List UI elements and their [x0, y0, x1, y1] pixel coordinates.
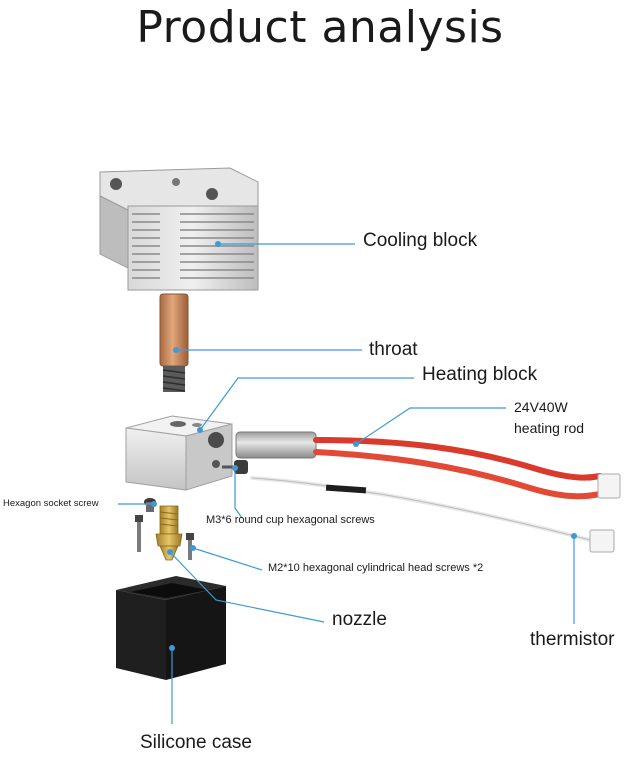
label-heating-rod-line2: heating rod	[514, 418, 624, 439]
label-thermistor: thermistor	[530, 629, 614, 651]
callout-heating	[200, 378, 414, 430]
callout-rod	[356, 408, 506, 444]
label-heating-rod-line1: 24V40W	[514, 397, 624, 418]
label-hexagon-socket-screw: Hexagon socket screw	[3, 498, 99, 509]
dot-nozzle	[167, 549, 173, 555]
dot-throat	[173, 347, 179, 353]
heating-rod	[236, 432, 620, 498]
label-m3-screws: M3*6 round cup hexagonal screws	[206, 514, 375, 526]
dot-m2	[190, 545, 196, 551]
label-throat: throat	[369, 339, 418, 361]
cooling-block	[100, 168, 258, 290]
label-silicone-case: Silicone case	[140, 732, 252, 754]
throat-tube	[160, 294, 188, 392]
dot-hex	[151, 501, 157, 507]
label-cooling-block: Cooling block	[363, 230, 477, 252]
dot-rod	[353, 441, 359, 447]
label-nozzle: nozzle	[332, 609, 387, 631]
dot-cooling	[215, 241, 221, 247]
label-heating-rod: 24V40W heating rod	[514, 397, 624, 439]
heating-block	[126, 416, 232, 490]
dot-silicone	[169, 645, 175, 651]
dot-m3	[232, 465, 238, 471]
label-heating-block: Heating block	[422, 364, 537, 386]
page-title: Product analysis	[0, 2, 640, 53]
silicone-case-part	[116, 576, 226, 680]
dot-thermistor	[571, 533, 577, 539]
label-m2-screws: M2*10 hexagonal cylindrical head screws …	[268, 562, 483, 574]
callout-m2	[193, 548, 262, 570]
callout-m3	[235, 468, 242, 518]
dot-heating	[197, 427, 203, 433]
